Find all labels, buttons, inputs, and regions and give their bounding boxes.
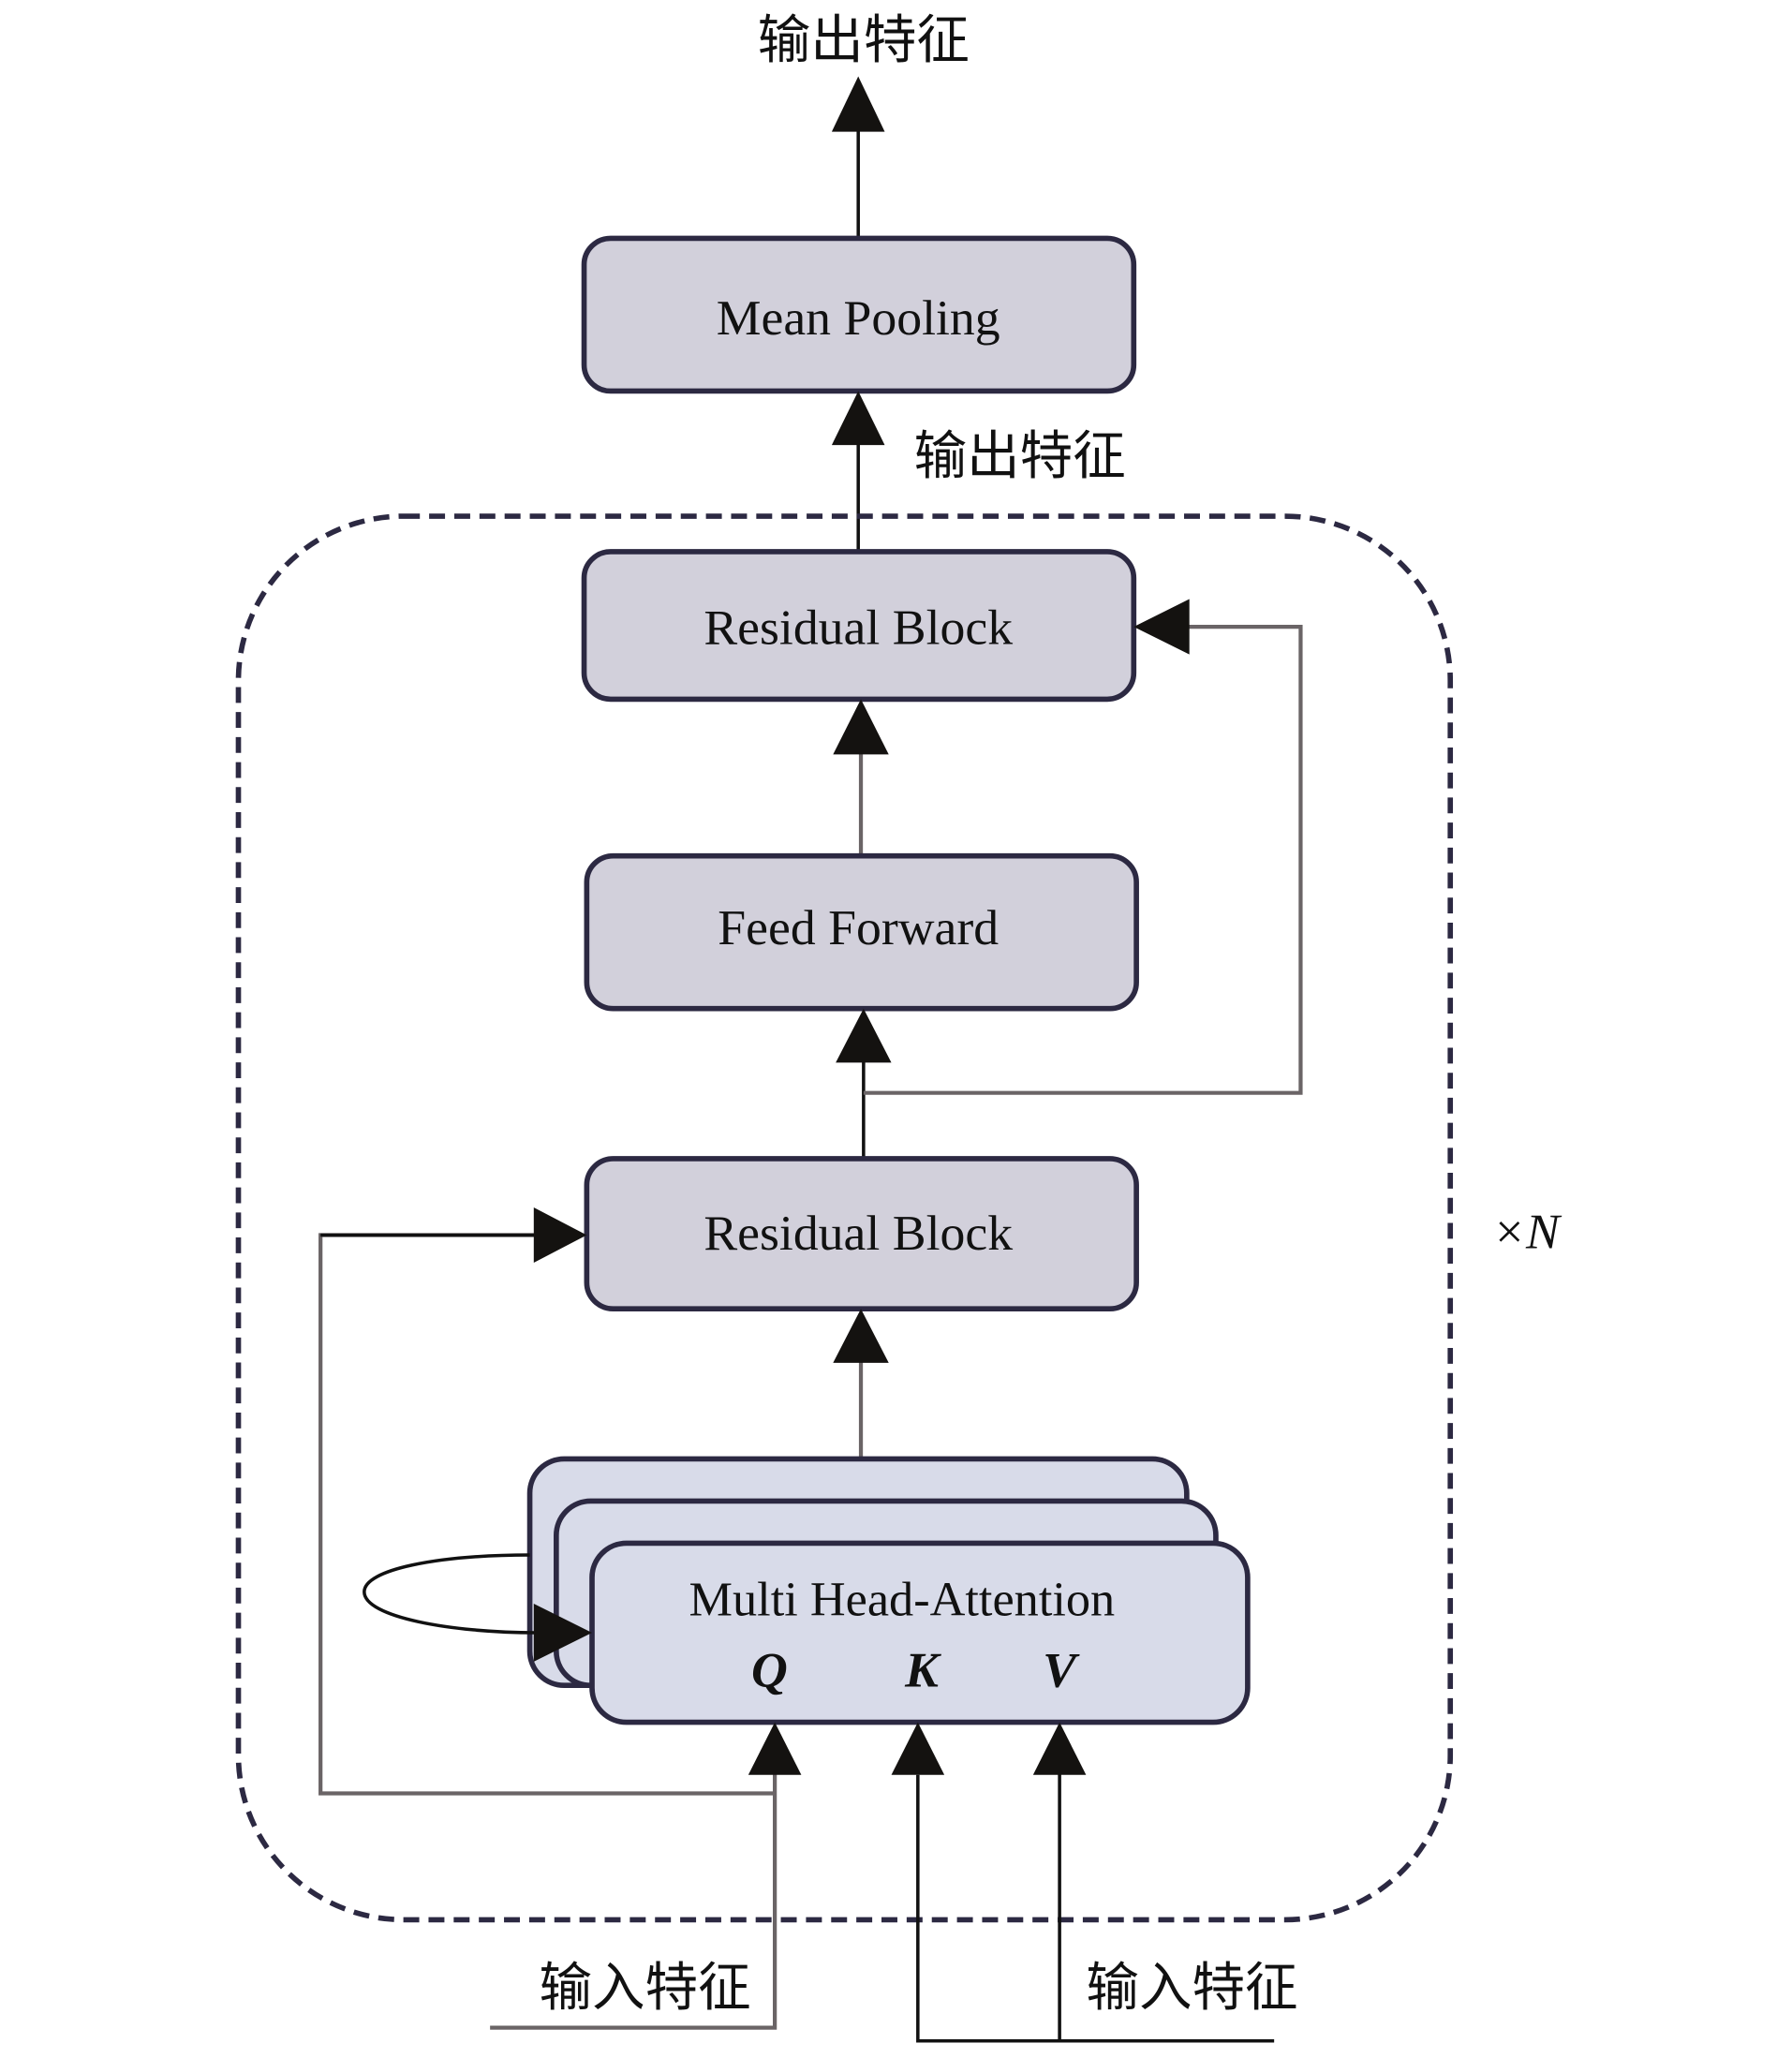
attention-v-label: V [1043,1642,1080,1698]
repeat-container [235,513,1454,1923]
skip-connection-right [863,599,1303,1095]
self-attention-loop [363,1553,593,1662]
arrow-output [831,76,885,239]
arrow-v-input [1032,1722,1087,2041]
arrow-q-input [490,1722,802,2030]
feed-forward-block: Feed Forward [584,852,1139,1012]
input-label-right: 输入特征 [1086,1960,1297,2018]
attention-head-front [589,1540,1251,1725]
arrow-to-mean-pooling [831,391,885,552]
residual-top-label: Residual Block [703,599,1013,655]
output-label-mid: 输出特征 [914,428,1126,486]
arrow-attention-to-residual [833,1309,889,1459]
arrow-residual-to-ff [836,1008,892,1159]
residual-bottom-label: Residual Block [703,1205,1013,1261]
attention-k-label: K [904,1642,941,1698]
residual-block-bottom: Residual Block [584,1156,1139,1312]
feed-forward-label: Feed Forward [718,899,999,955]
attention-block: Multi Head-Attention Q K V [526,1456,1251,1725]
skip-connection-left [318,1207,776,1796]
mean-pooling-label: Mean Pooling [717,289,1000,346]
arrow-k-input [891,1722,1275,2043]
residual-block-top: Residual Block [581,549,1137,703]
mean-pooling-block: Mean Pooling [581,235,1137,394]
attention-q-label: Q [751,1642,788,1698]
arrow-ff-to-residual [833,699,889,856]
attention-label: Multi Head-Attention [689,1574,1116,1627]
output-label-top: 输出特征 [758,12,970,70]
input-label-left: 输入特征 [539,1960,750,2018]
repeat-label: ×N [1492,1204,1562,1260]
